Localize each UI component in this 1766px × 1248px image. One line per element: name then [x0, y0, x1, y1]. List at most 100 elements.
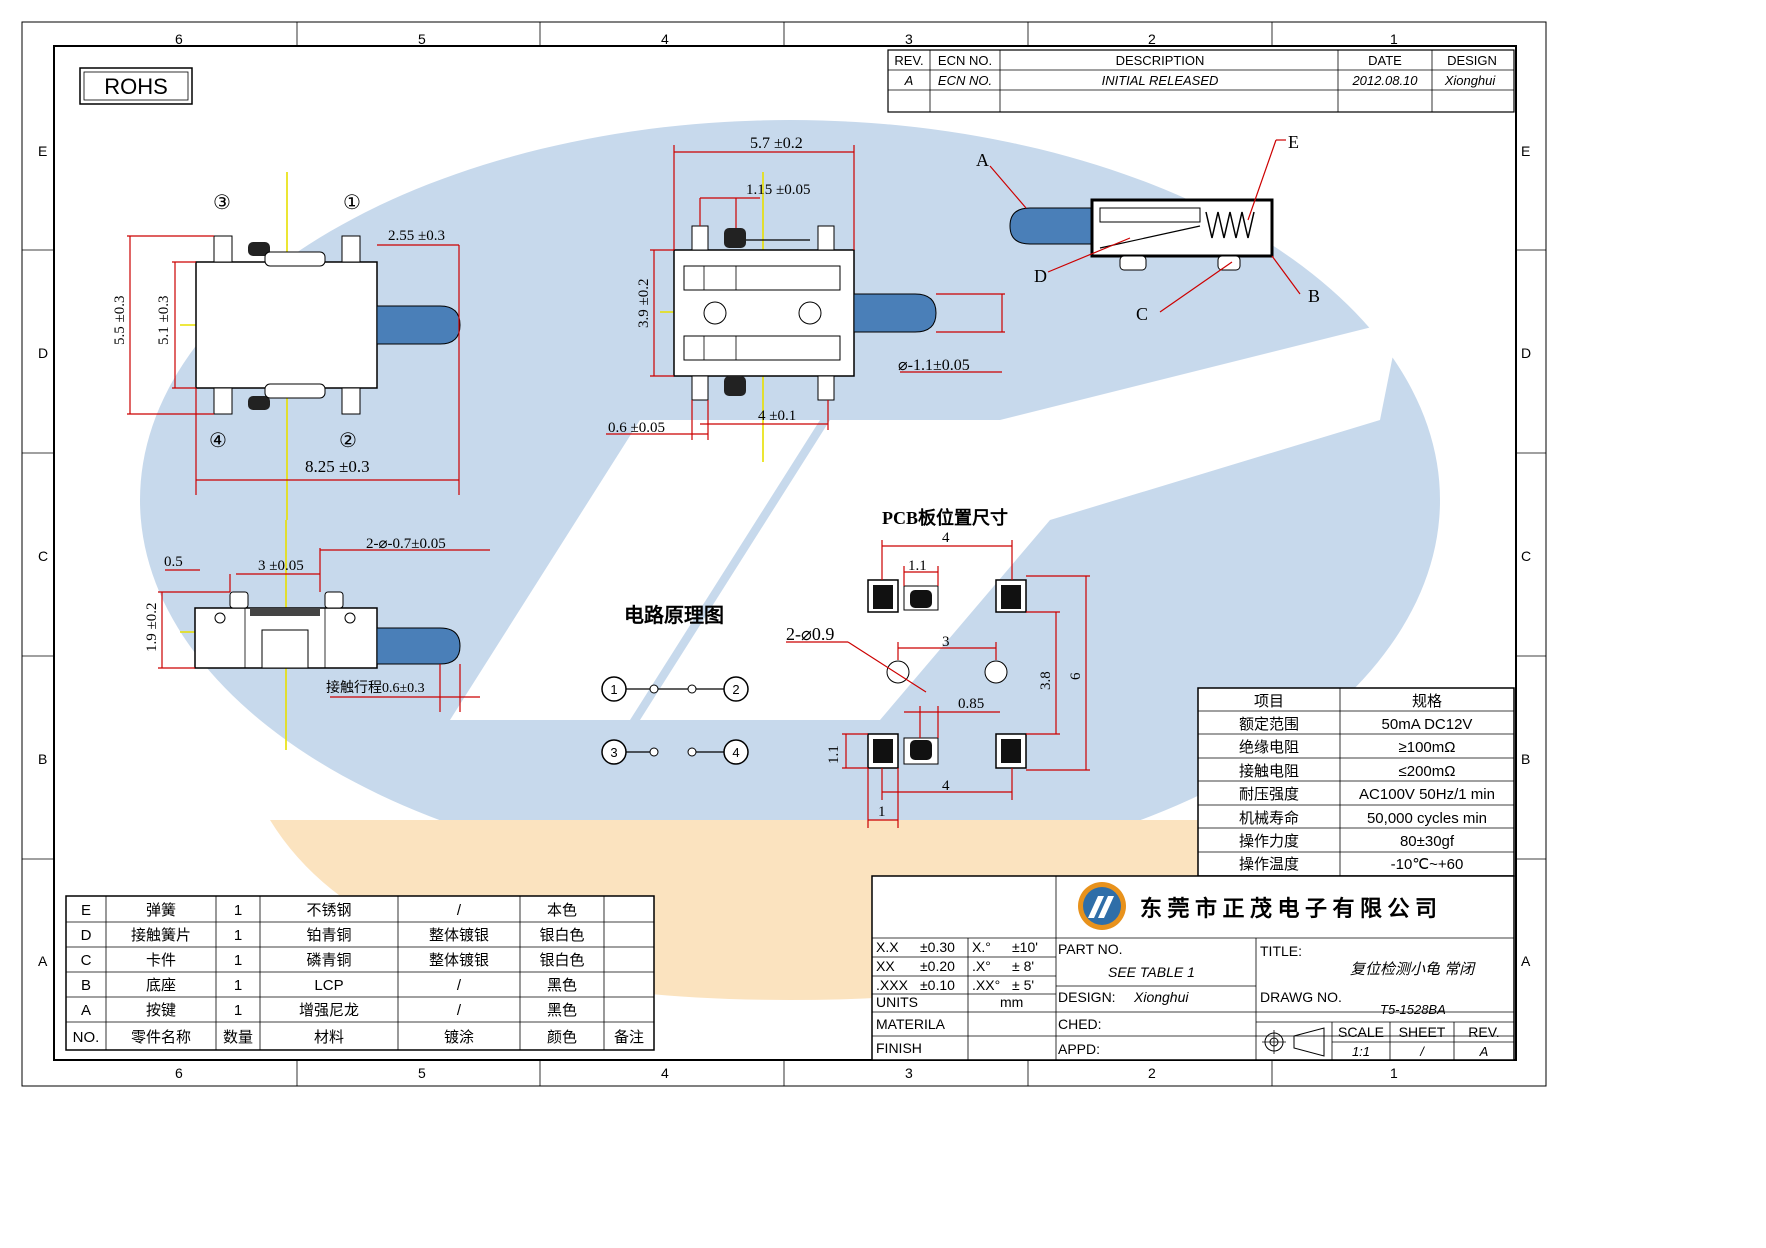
col-label: 3	[905, 1065, 913, 1081]
title-label: TITLE:	[1260, 943, 1302, 959]
drawing-sheet: 6 5 4 3 2 1 6 5 4 3 2 1 E D C B A E D C …	[21, 21, 1547, 1087]
node-4: 4	[732, 745, 739, 760]
row-label: C	[38, 548, 48, 564]
col-label: 5	[418, 31, 426, 47]
bom-cell: 整体镀银	[429, 927, 489, 944]
sheet-value: /	[1419, 1044, 1425, 1059]
pcb-dim-bottom: 4	[942, 778, 950, 794]
pcb-dim-pad-width: 1.1	[908, 558, 927, 574]
callout-c: C	[1136, 304, 1148, 324]
spec-label: 耐压强度	[1239, 786, 1299, 803]
zone-ticks	[22, 22, 1546, 1086]
col-label: 6	[175, 31, 183, 47]
pcb-dim-gap: 0.85	[958, 696, 984, 712]
front-view: 5.7 ±0.2 1.15 ±0.05 3.9 ±0.2 ⌀-1.1±0.05 …	[606, 135, 1005, 462]
date-header: DATE	[1368, 53, 1402, 68]
col-label: 4	[661, 1065, 669, 1081]
sheet-label: SHEET	[1399, 1024, 1446, 1040]
spec-label: 机械寿命	[1239, 809, 1299, 827]
tol-value: ±0.30	[920, 939, 955, 955]
company-name: 东 莞 市 正 茂 电 子 有 限 公 司	[1140, 896, 1437, 921]
row-label: E	[1521, 143, 1530, 159]
drawing-no-value: T5-1528BA	[1380, 1002, 1446, 1017]
row-label: E	[38, 143, 47, 159]
col-label: 1	[1390, 1065, 1398, 1081]
bom-cell: 磷青铜	[306, 952, 351, 969]
rohs-label: ROHS	[104, 74, 168, 99]
row-label: D	[1521, 345, 1531, 361]
spec-label: 操作力度	[1239, 833, 1299, 850]
dim-front-height: 3.9 ±0.2	[636, 279, 652, 328]
bom-table	[65, 895, 655, 1051]
spec-label: 额定范围	[1239, 716, 1299, 733]
checked-label: CHED:	[1058, 1016, 1102, 1032]
col-label: 1	[1390, 31, 1398, 47]
bom-cell: 数量	[223, 1029, 253, 1046]
design-header: DESIGN	[1447, 53, 1497, 68]
bom-cell: 1	[234, 927, 242, 944]
bom-cell: /	[457, 1002, 462, 1019]
ecn-header: ECN NO.	[938, 53, 992, 68]
bom-cell: 黑色	[547, 977, 577, 994]
tol-value: ± 5'	[1012, 977, 1034, 993]
node-2: 2	[732, 682, 739, 697]
tol-label: .XXX	[876, 977, 909, 993]
rev-value: A	[1479, 1044, 1489, 1059]
bom-cell: 1	[234, 1002, 242, 1019]
spec-header-item: 项目	[1254, 693, 1284, 710]
bom-cell: A	[81, 1002, 91, 1019]
part-no-value: SEE TABLE 1	[1108, 964, 1195, 980]
material-label: MATERILA	[876, 1016, 946, 1032]
rev-header: REV.	[894, 53, 923, 68]
description-value: INITIAL RELEASED	[1102, 73, 1219, 88]
pcb-dim-top: 4	[942, 530, 950, 546]
approved-label: APPD:	[1058, 1041, 1100, 1057]
tol-value: ± 8'	[1012, 958, 1034, 974]
design-value: Xionghui	[1444, 73, 1497, 88]
bom-cell: 银白色	[539, 927, 584, 944]
spec-label: 接触电阻	[1239, 763, 1299, 780]
top-view: ③ ① ④ ② 2.55 ±0.3 8.25 ±0.3 5.5 ±0.3 5.1…	[112, 172, 461, 520]
spec-value: ≥100mΩ	[1399, 739, 1456, 756]
tol-value: ±0.10	[920, 977, 955, 993]
col-label: 2	[1148, 31, 1156, 47]
spec-value: 50mA DC12V	[1382, 716, 1473, 733]
revision-table: REV. ECN NO. DESCRIPTION DATE DESIGN A E…	[887, 49, 1515, 113]
tol-label: X.°	[972, 939, 991, 955]
tol-label: .X°	[972, 958, 991, 974]
dim-total-length: 8.25 ±0.3	[305, 457, 370, 476]
row-label: B	[38, 751, 47, 767]
callout-b: B	[1308, 286, 1320, 306]
bom-cell: 1	[234, 977, 242, 994]
node-1: 1	[610, 682, 617, 697]
dim-front-width: 5.7 ±0.2	[750, 135, 803, 152]
bom-cell: 镀涂	[444, 1029, 474, 1046]
dim-post-spacing: 3 ±0.05	[258, 558, 304, 574]
callout-e: E	[1288, 132, 1299, 152]
scale-label: SCALE	[1338, 1024, 1384, 1040]
bom-cell: 铂青铜	[306, 927, 351, 944]
spec-label: 操作温度	[1239, 856, 1299, 873]
spec-value: -10℃~+60	[1391, 856, 1464, 873]
bom-cell: 本色	[547, 902, 577, 919]
callout-d: D	[1034, 266, 1047, 286]
bom-cell: 零件名称	[131, 1029, 191, 1046]
bom-cell: 底座	[146, 977, 176, 994]
bom-cell: C	[81, 952, 92, 969]
bom-cell: 弹簧	[146, 902, 176, 919]
dim-pin-offset: 2.55 ±0.3	[388, 228, 445, 244]
bom-cell: 接触簧片	[131, 927, 191, 944]
bom-cell: B	[81, 977, 91, 994]
dim-pin-spacing: 4 ±0.1	[758, 408, 796, 424]
units-value: mm	[1000, 994, 1023, 1010]
inner-border	[53, 45, 1517, 1061]
units-label: UNITS	[876, 994, 918, 1010]
tol-value: ±10'	[1012, 939, 1038, 955]
bom-cell: 不锈钢	[306, 902, 351, 919]
tol-value: ±0.20	[920, 958, 955, 974]
bom-cell: 1	[234, 952, 242, 969]
rev-value: A	[904, 73, 914, 88]
dim-pin-thickness: 0.6 ±0.05	[608, 420, 665, 436]
bom-cell: 整体镀银	[429, 952, 489, 969]
